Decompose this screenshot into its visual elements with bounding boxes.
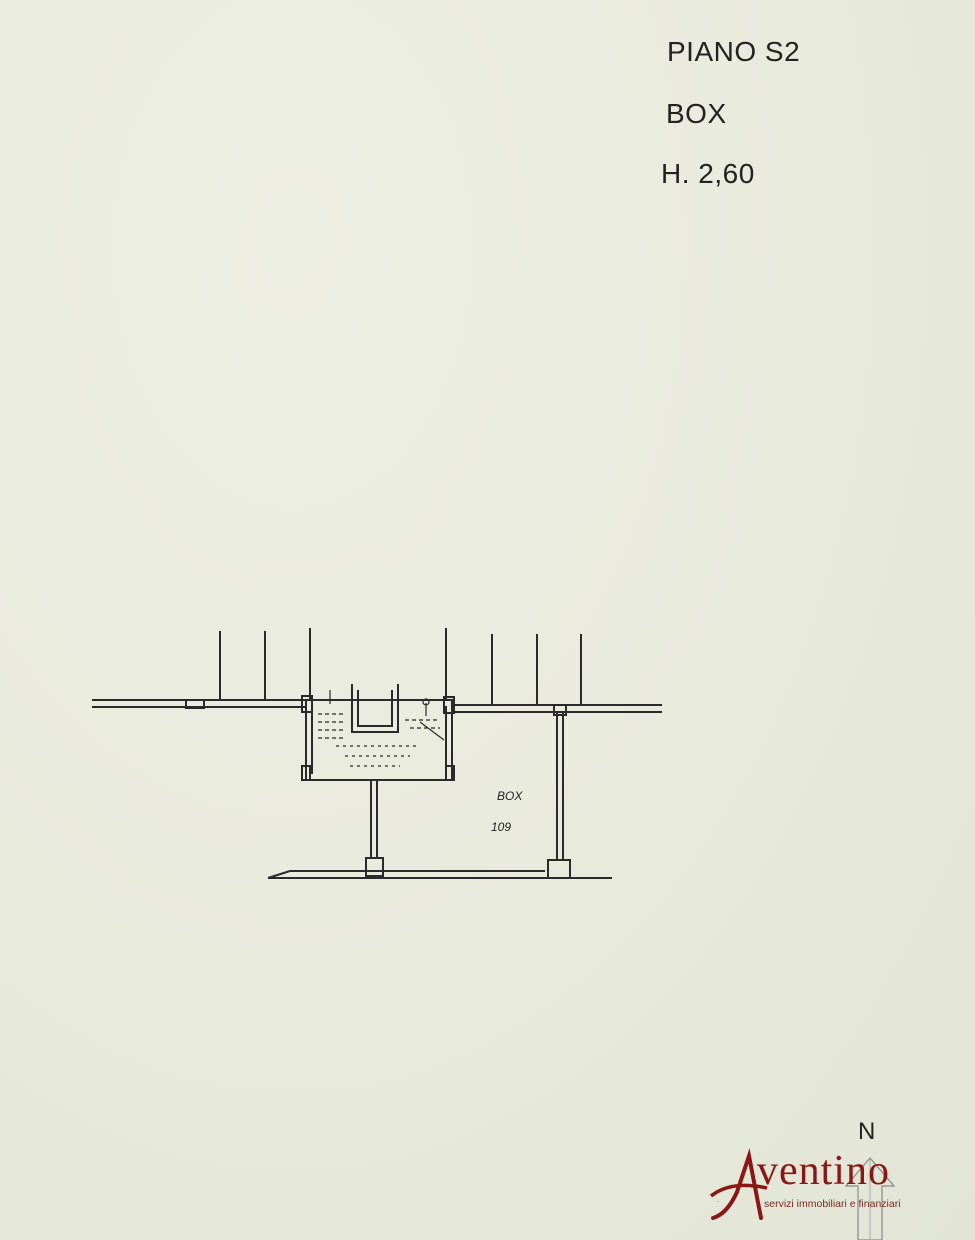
aventino-logo: A ventino servizi immobiliari e finanzia… [709,1144,967,1232]
stair-marker-icon [422,698,430,706]
room-number: 109 [491,820,511,834]
north-arrow-icon [844,1157,896,1240]
stair-treads [318,690,445,767]
logo-tagline: servizi immobiliari e finanziari [764,1198,901,1210]
height-label: H. 2,60 [661,158,755,189]
room-label: BOX [497,789,523,803]
plan-walls [92,628,662,879]
unit-type-label: BOX [666,98,727,129]
logo-wordmark: ventino [757,1148,890,1194]
north-label: N [858,1118,876,1145]
logo-a-mark: A [709,1148,768,1220]
floor-label: PIANO S2 [667,36,801,67]
svg-text:A: A [717,1200,719,1203]
